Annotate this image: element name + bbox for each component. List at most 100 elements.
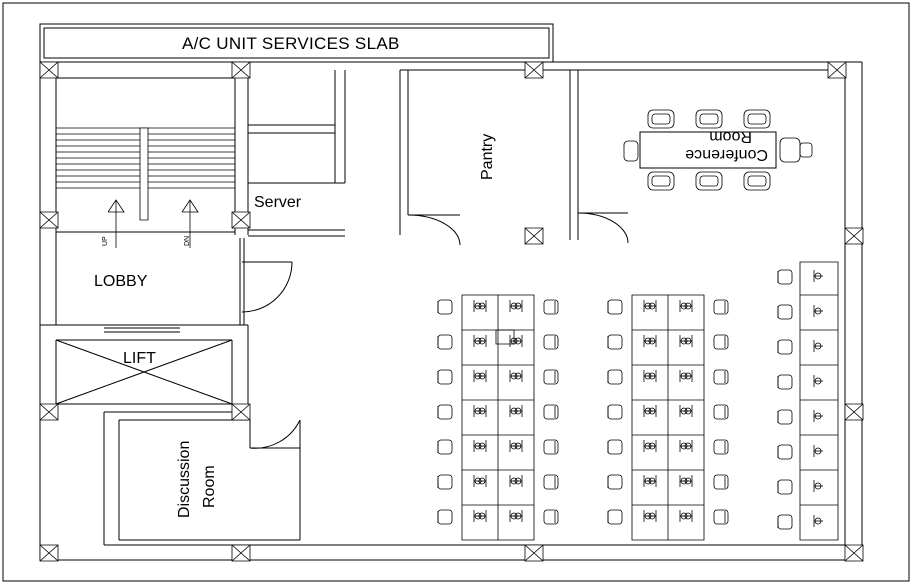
desk-monitor xyxy=(680,510,689,522)
ac-slab-label: A/C UNIT SERVICES SLAB xyxy=(182,34,400,53)
workstation-chair xyxy=(714,475,728,489)
column xyxy=(828,62,846,78)
workstation-chair xyxy=(608,440,622,454)
server-room-walls xyxy=(248,70,345,236)
desk-monitor xyxy=(680,300,689,312)
pantry-walls xyxy=(400,70,628,245)
workstation-cluster-b xyxy=(632,295,704,540)
workstation-chair xyxy=(544,475,558,489)
drawing-border xyxy=(3,3,909,581)
server-label: Server xyxy=(254,194,302,211)
desk-monitor xyxy=(477,300,486,312)
desk-monitor xyxy=(814,270,823,282)
column xyxy=(845,404,863,420)
desk-monitor xyxy=(680,370,689,382)
workstation-chair xyxy=(778,515,792,529)
desk-monitor xyxy=(680,335,689,347)
desk-monitor xyxy=(647,510,656,522)
workstation-chair xyxy=(714,335,728,349)
column xyxy=(525,545,543,561)
desk-monitor xyxy=(477,510,486,522)
desk-monitor xyxy=(680,405,689,417)
column xyxy=(232,545,250,561)
column xyxy=(40,212,58,228)
column xyxy=(40,404,58,420)
lobby-label: LOBBY xyxy=(94,273,148,290)
workstation-chair xyxy=(438,405,452,419)
workstation-chair xyxy=(438,335,452,349)
workstation-chair xyxy=(778,480,792,494)
stair-up-label: UP xyxy=(102,236,109,246)
desk-monitor xyxy=(680,440,689,452)
workstation-chair xyxy=(778,270,792,284)
desk-monitor xyxy=(510,335,519,347)
desk-monitor xyxy=(647,440,656,452)
desk-monitor xyxy=(510,370,519,382)
column xyxy=(232,404,250,420)
workstation-chair xyxy=(438,370,452,384)
conference-label-line2: Room xyxy=(709,128,752,145)
workstation-cluster-a xyxy=(462,295,534,540)
conference-table xyxy=(640,132,776,168)
desk-monitor xyxy=(477,335,486,347)
workstation-chair xyxy=(544,370,558,384)
workstation-chair xyxy=(438,475,452,489)
stair-walls xyxy=(56,62,248,235)
column xyxy=(845,228,863,244)
column xyxy=(525,62,543,78)
desk-monitor xyxy=(510,510,519,522)
workstation-chair xyxy=(608,300,622,314)
stair-down-label: DN xyxy=(184,236,191,246)
workstation-chair xyxy=(438,510,452,524)
desk-monitor xyxy=(510,300,519,312)
workstation-chair xyxy=(608,510,622,524)
workstation-chair xyxy=(714,405,728,419)
desk-monitor xyxy=(647,370,656,382)
column xyxy=(232,62,250,78)
workstation-chair xyxy=(608,475,622,489)
desk-monitor xyxy=(814,375,823,387)
stair-arrows xyxy=(108,200,198,248)
desk-monitor xyxy=(477,405,486,417)
desk-monitor xyxy=(510,475,519,487)
lift-shaft xyxy=(40,325,248,420)
workstation-chair xyxy=(714,300,728,314)
desk-monitor xyxy=(814,515,823,527)
discussion-label-line2: Room xyxy=(201,465,218,508)
lift-label: LIFT xyxy=(123,350,156,367)
column xyxy=(525,228,543,244)
workstation-chairs xyxy=(438,270,823,529)
structural-columns xyxy=(40,62,863,561)
desk-monitor xyxy=(510,440,519,452)
workstation-chair xyxy=(778,305,792,319)
column xyxy=(232,212,250,228)
pantry-label: Pantry xyxy=(479,134,496,180)
workstation-chair xyxy=(778,445,792,459)
desk-monitor xyxy=(647,300,656,312)
workstation-chair xyxy=(544,335,558,349)
column xyxy=(40,62,58,78)
conference-label-line1: Conference xyxy=(685,146,768,163)
desk-monitor xyxy=(647,335,656,347)
column xyxy=(40,545,58,561)
desk-monitor xyxy=(477,370,486,382)
workstation-chair xyxy=(608,405,622,419)
desk-monitor xyxy=(814,410,823,422)
desk-monitor xyxy=(510,405,519,417)
discussion-label-line1: Discussion xyxy=(176,441,193,518)
workstation-chair xyxy=(778,375,792,389)
workstation-chair xyxy=(714,440,728,454)
exterior-walls xyxy=(40,62,862,560)
workstation-chair xyxy=(608,370,622,384)
workstation-chair xyxy=(778,340,792,354)
desk-monitor xyxy=(477,475,486,487)
workstation-cluster-c xyxy=(800,262,838,540)
workstation-chair xyxy=(608,335,622,349)
desk-monitor xyxy=(814,305,823,317)
desk-monitor xyxy=(814,340,823,352)
desk-monitor xyxy=(647,475,656,487)
workstation-chair xyxy=(778,410,792,424)
workstation-chair xyxy=(714,510,728,524)
workstation-chair xyxy=(544,510,558,524)
